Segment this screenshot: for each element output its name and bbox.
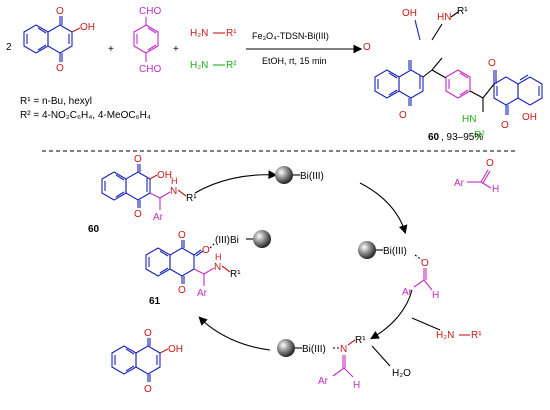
p60-h: H xyxy=(171,176,178,186)
p60-n: N xyxy=(170,186,177,197)
product-o-1: O xyxy=(363,42,371,53)
cycle-product-60 xyxy=(101,164,187,210)
terephthalaldehyde-reactant xyxy=(133,17,159,62)
imine-r1: R¹ xyxy=(355,335,366,346)
cycle-amine-r1: R¹ xyxy=(471,330,482,341)
p60-o-top: O xyxy=(134,154,142,165)
r1-definition: R¹ = n-Bu, hexyl xyxy=(20,96,92,107)
reactant-oh: OH xyxy=(80,22,95,33)
p60-oh: OH xyxy=(157,170,172,181)
bi-label-3: Bi(III) xyxy=(302,344,326,355)
plus-sign-1: + xyxy=(108,44,114,55)
amine-2-h2n: H₂N xyxy=(190,60,208,71)
product-hn-1: HN xyxy=(437,12,451,23)
aldehyde-ar: Ar xyxy=(454,178,465,189)
cycle-product-60-label: 60 xyxy=(88,224,100,235)
sm-o-bottom: O xyxy=(144,384,152,395)
complex-o: O xyxy=(421,258,429,269)
i61-r1: R¹ xyxy=(230,269,241,280)
cho-bottom: CHO xyxy=(139,64,161,75)
reactant-o-top: O xyxy=(56,6,64,17)
cycle-amine-h2n: H₂N xyxy=(436,330,454,341)
i61-o-top: O xyxy=(178,230,186,241)
i61-n: N xyxy=(214,262,221,273)
imine-h: H xyxy=(353,380,360,391)
p60-r1: R¹ xyxy=(186,193,197,204)
p60-ar: Ar xyxy=(153,212,164,223)
bi-label-2: Bi(III) xyxy=(383,246,407,257)
complex-ar: Ar xyxy=(402,287,413,298)
catalyst-sphere-2 xyxy=(358,241,376,259)
product-hn-2: HN xyxy=(462,114,476,125)
aldehyde-reactant xyxy=(467,169,492,189)
cycle-arrow-top-right xyxy=(359,182,408,235)
aldehyde-h: H xyxy=(492,184,499,195)
catalyst-sphere-4 xyxy=(253,230,271,248)
intermediate-61 xyxy=(145,240,231,286)
i61-o-bottom: O xyxy=(178,285,186,296)
catalyst-sphere-3 xyxy=(277,339,295,357)
reactant-o-bottom: O xyxy=(56,63,64,74)
bi-label-1: Bi(III) xyxy=(300,171,324,182)
product-oh-2: OH xyxy=(522,112,537,123)
hydroxynaphthoquinone-reactant xyxy=(23,16,81,62)
aldehyde-o: O xyxy=(486,158,494,169)
cycle-arrow-bottom-right xyxy=(370,289,413,340)
cycle-starting-naphthoquinone xyxy=(111,338,169,382)
sm-o-top: O xyxy=(144,328,152,339)
stoich-coefficient: 2 xyxy=(6,42,12,53)
amine-1-h2n: H₂N xyxy=(190,28,208,39)
catalyst-label: Fe₃O₄-TDSN-Bi(III) xyxy=(252,31,329,41)
product-yield: , 93–95% xyxy=(441,132,483,143)
product-60-structure xyxy=(374,57,543,115)
water: H₂O xyxy=(392,368,411,379)
imine-n: N xyxy=(340,344,347,355)
amine-1-r1: R¹ xyxy=(226,28,237,39)
conditions-label: EtOH, rt, 15 min xyxy=(262,56,327,66)
product-oh-1: OH xyxy=(402,8,417,19)
p60-o-bottom: O xyxy=(134,209,142,220)
catalyst-sphere-1 xyxy=(275,166,293,184)
plus-sign-2: + xyxy=(173,44,179,55)
imine-ar: Ar xyxy=(318,376,329,387)
bi-label-4: (III)Bi xyxy=(215,235,239,246)
i61-ar: Ar xyxy=(197,288,208,299)
product-o-3: O xyxy=(488,58,496,69)
r2-definition: R² = 4-NO₂C₆H₄, 4-MeOC₆H₄ xyxy=(20,110,151,121)
intermediate-61-label: 61 xyxy=(149,296,161,307)
product-o-4: O xyxy=(501,120,509,131)
i61-h: H xyxy=(215,252,222,262)
product-r1: R¹ xyxy=(457,6,468,17)
product-o-2: O xyxy=(399,110,407,121)
amine-2-r2: R² xyxy=(226,60,237,71)
complex-h: H xyxy=(432,290,439,301)
product-60-label: 60 xyxy=(428,132,440,143)
product-r2: R² xyxy=(474,130,485,141)
sm-oh: OH xyxy=(168,344,183,355)
cho-top: CHO xyxy=(139,6,161,17)
i61-o-bi: O xyxy=(202,245,210,256)
cycle-arrow-bottom-left xyxy=(198,316,271,351)
cycle-arrow-top-left xyxy=(194,170,278,194)
